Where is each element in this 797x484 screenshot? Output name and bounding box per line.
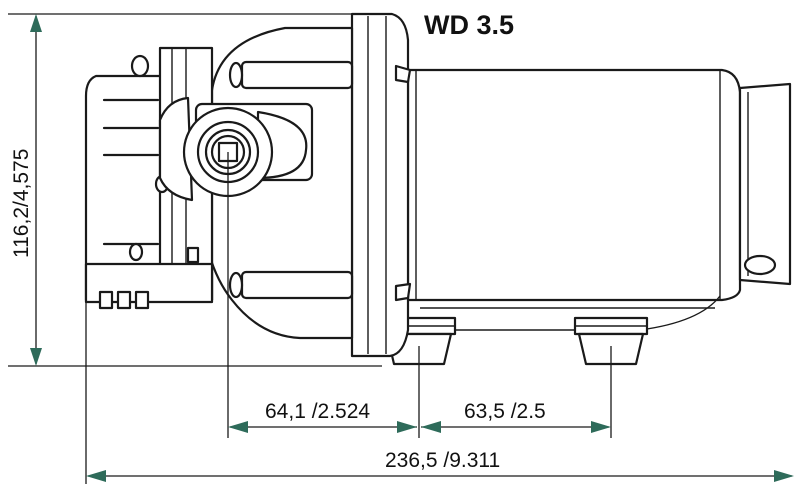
outlet-port — [158, 96, 314, 202]
foot-spacing-label: 63,5 /2.5 — [464, 400, 546, 423]
height-label: 116,2/4,575 — [10, 149, 33, 258]
height-arrow-bottom — [30, 348, 42, 366]
dimension-outlet-to-foot: 64,1 /2.524 — [228, 400, 417, 433]
dimension-overall-length: 236,5 /9.311 — [86, 449, 794, 482]
pump-outline — [84, 12, 792, 366]
flange-plate — [350, 12, 412, 358]
motor-housing — [406, 68, 792, 331]
overall-length-label: 236,5 /9.311 — [385, 449, 500, 472]
height-arrow-top — [30, 14, 42, 32]
dimension-height: 116,2/4,575 — [8, 13, 382, 367]
dimension-foot-spacing: 63,5 /2.5 — [421, 400, 611, 433]
outlet-to-foot-label: 64,1 /2.524 — [265, 400, 370, 423]
model-title: WD 3.5 — [424, 10, 514, 40]
